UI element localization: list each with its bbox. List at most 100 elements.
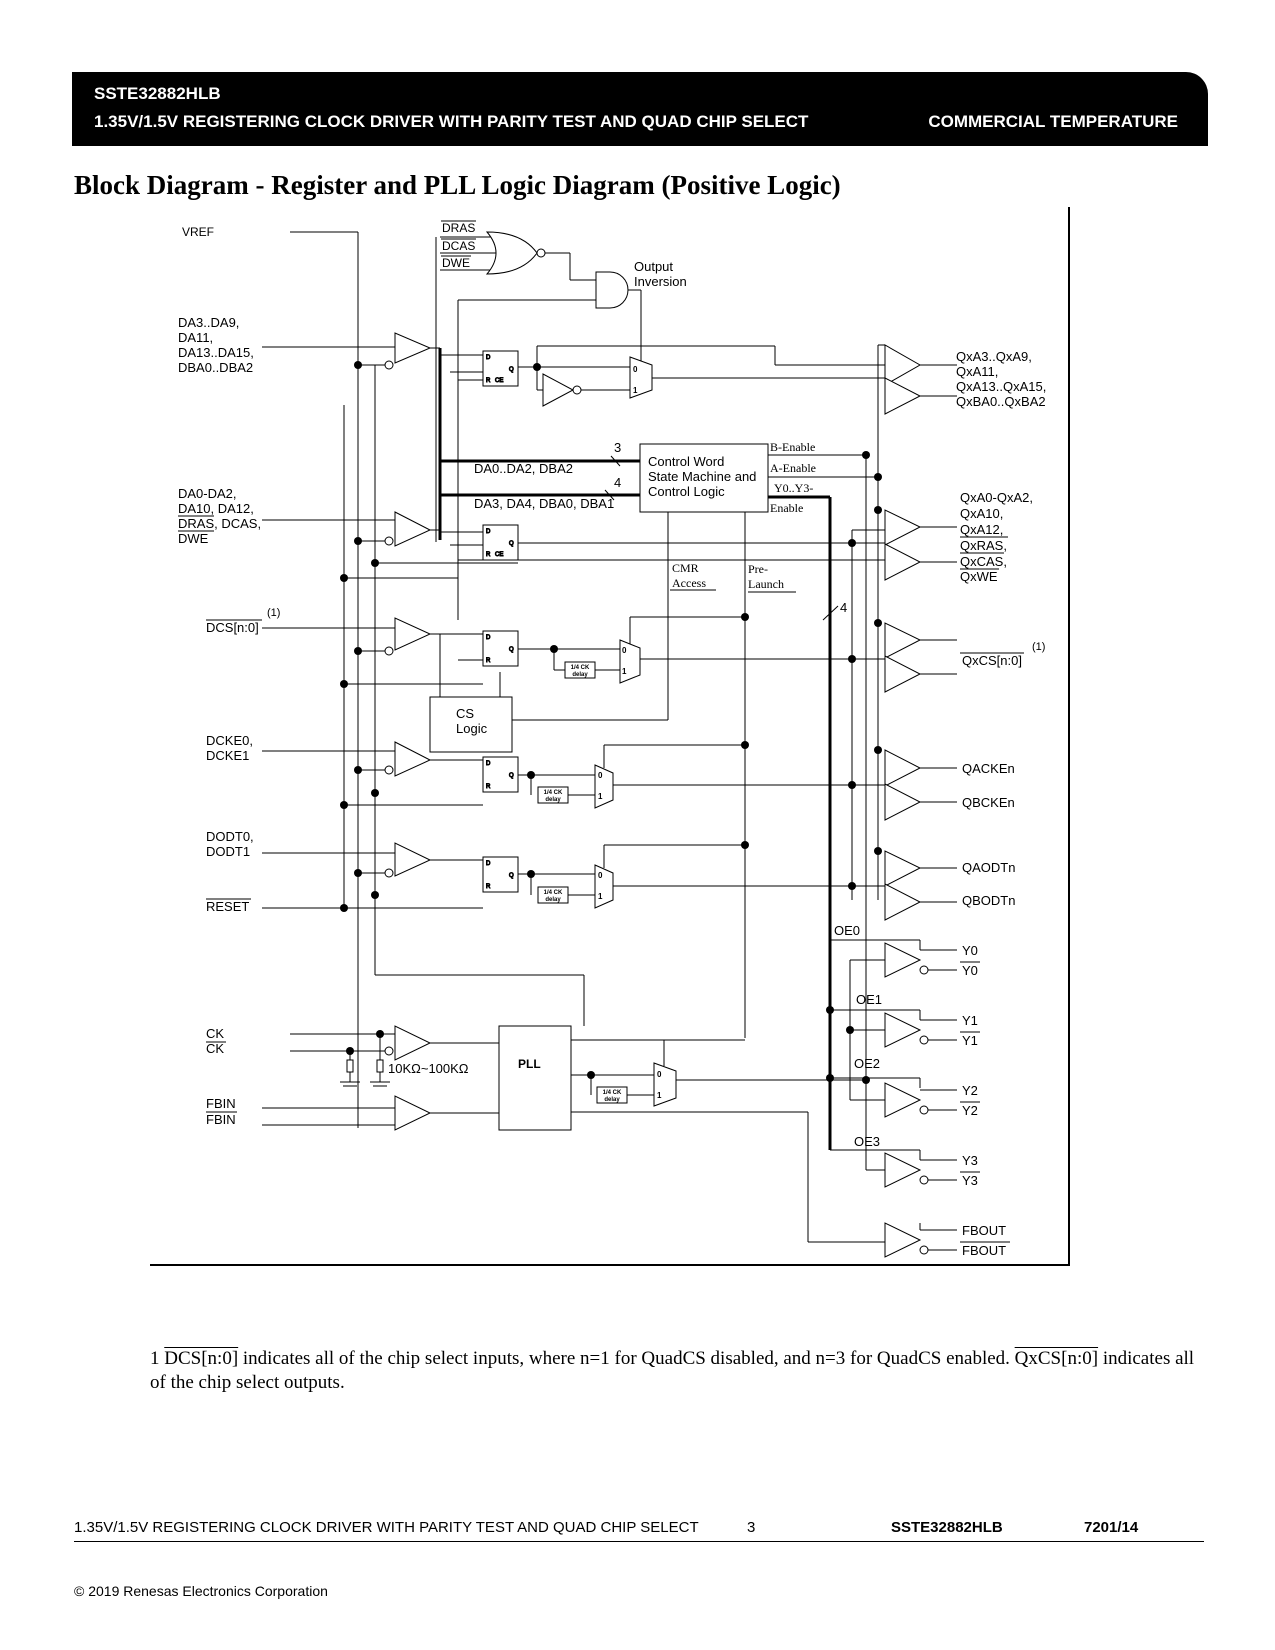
qa-group2-line1: QxA0-QxA2, — [960, 490, 1033, 505]
da-group1-line2: DA11, — [178, 330, 213, 345]
footnote-signal-qxcs: QxCS[n:0] — [1014, 1348, 1099, 1369]
y2-n-label: Y2 — [962, 1103, 978, 1118]
qa-group2-line6: QxWE — [960, 569, 998, 584]
copyright: © 2019 Renesas Electronics Corporation — [74, 1583, 328, 1599]
bus2-width: 4 — [614, 475, 621, 490]
qbcke-label: QBCKEn — [962, 795, 1015, 810]
bus1-label: DA0..DA2, DBA2 — [474, 461, 573, 476]
resistor-label: 10KΩ~100KΩ — [388, 1061, 469, 1076]
delay-label-2b: delay — [545, 797, 561, 803]
fbout-n-label: FBOUT — [962, 1243, 1006, 1258]
da-group2-line4: DWE — [178, 531, 209, 546]
qa-group2-line2: QxA10, — [960, 506, 1003, 521]
block-diagram: D Q R CE D Q R — [150, 207, 1070, 1266]
a-enable-label: A-Enable — [770, 461, 816, 475]
vref-label: VREF — [182, 225, 214, 239]
page-header: SSTE32882HLB 1.35V/1.5V REGISTERING CLOC… — [72, 72, 1208, 146]
svg-text:1: 1 — [598, 792, 603, 801]
da-group1-line3: DA13..DA15, — [178, 345, 254, 360]
footer-doc-number: 7201/14 — [1084, 1519, 1139, 1536]
bus2-label: DA3, DA4, DBA0, DBA1 — [474, 496, 614, 511]
oe2-label: OE2 — [854, 1056, 880, 1071]
qa-group2-line3: QxA12, — [960, 522, 1003, 537]
delay-label-3a: 1/4 CK — [544, 890, 563, 896]
footer-page-number: 3 — [747, 1519, 756, 1536]
cmr-access-line2: Access — [672, 576, 706, 590]
qa-group1-line3: QxA13..QxA15, — [956, 379, 1046, 394]
y-enable-label-2: Enable — [770, 501, 803, 515]
y3-n-label: Y3 — [962, 1173, 978, 1188]
pll-label: PLL — [518, 1057, 541, 1071]
diagram-frame — [150, 207, 1070, 1266]
delay-label-1a: 1/4 CK — [571, 665, 590, 671]
delay-label-4a: 1/4 CK — [603, 1090, 622, 1096]
header-subtitle: 1.35V/1.5V REGISTERING CLOCK DRIVER WITH… — [94, 112, 809, 131]
dodt-line2: DODT1 — [206, 844, 250, 859]
footer-part-number: SSTE32882HLB — [891, 1519, 1003, 1536]
oe0-label: OE0 — [834, 923, 860, 938]
output-inversion-label-1: Output — [634, 259, 673, 274]
fbout-label: FBOUT — [962, 1223, 1006, 1238]
control-block-line2: State Machine and — [648, 469, 756, 484]
y-enable-label-1: Y0..Y3- — [774, 481, 813, 495]
b-enable-label: B-Enable — [770, 440, 815, 454]
delay-label-2a: 1/4 CK — [544, 790, 563, 796]
y0-n-label: Y0 — [962, 963, 978, 978]
qa-group2-line5: QxCAS, — [960, 554, 1007, 569]
y0-label: Y0 — [962, 943, 978, 958]
da-group2-line2: DA10, DA12, — [178, 501, 254, 516]
bus3-width: 4 — [840, 600, 847, 615]
footnote-signal-dcs: DCS[n:0] — [164, 1348, 239, 1369]
qa-group2-line4: QxRAS, — [960, 538, 1007, 553]
qaodt-label: QAODTn — [962, 860, 1015, 875]
control-block-line3: Control Logic — [648, 484, 725, 499]
page-title: Block Diagram - Register and PLL Logic D… — [74, 170, 841, 200]
svg-text:1: 1 — [633, 386, 638, 395]
delay-label-1b: delay — [572, 672, 588, 678]
svg-text:1: 1 — [622, 667, 627, 676]
svg-text:0: 0 — [633, 365, 638, 374]
oe3-label: OE3 — [854, 1134, 880, 1149]
footnote-text-1: indicates all of the chip select inputs,… — [238, 1348, 1015, 1369]
y1-n-label: Y1 — [962, 1033, 978, 1048]
da-group1-line1: DA3..DA9, — [178, 315, 239, 330]
cs-logic-line2: Logic — [456, 721, 488, 736]
delay-label-3b: delay — [545, 897, 561, 903]
dcs-note: (1) — [267, 607, 280, 619]
dwe-label: DWE — [442, 256, 470, 270]
delay-label-4b: delay — [604, 1097, 620, 1103]
fbin-label: FBIN — [206, 1096, 236, 1111]
fbin-n-label: FBIN — [206, 1112, 236, 1127]
svg-text:0: 0 — [622, 646, 627, 655]
dcas-label: DCAS — [442, 239, 475, 253]
svg-text:0: 0 — [657, 1070, 662, 1079]
page-footer: 1.35V/1.5V REGISTERING CLOCK DRIVER WITH… — [74, 1519, 1204, 1542]
ck-n-label: CK — [206, 1041, 224, 1056]
footnote: 1 DCS[n:0] indicates all of the chip sel… — [150, 1347, 1200, 1395]
cs-logic-line1: CS — [456, 706, 474, 721]
output-inversion-label-2: Inversion — [634, 274, 687, 289]
control-block-line1: Control Word — [648, 454, 724, 469]
qcs-label: QxCS[n:0] — [962, 653, 1022, 668]
y2-label: Y2 — [962, 1083, 978, 1098]
footnote-number: 1 — [150, 1348, 160, 1369]
dras-label: DRAS — [442, 221, 475, 235]
header-part-number: SSTE32882HLB — [94, 84, 221, 103]
pre-launch-line2: Launch — [748, 577, 784, 591]
qa-group1-line2: QxA11, — [956, 364, 998, 379]
y3-label: Y3 — [962, 1153, 978, 1168]
header-temperature: COMMERCIAL TEMPERATURE — [928, 112, 1178, 131]
svg-text:1: 1 — [598, 892, 603, 901]
qcs-note: (1) — [1032, 641, 1045, 653]
dodt-line1: DODT0, — [206, 829, 254, 844]
dcs-label: DCS[n:0] — [206, 620, 259, 635]
svg-text:0: 0 — [598, 871, 603, 880]
svg-text:0: 0 — [598, 771, 603, 780]
dcke-line1: DCKE0, — [206, 733, 253, 748]
pre-launch-line1: Pre- — [748, 562, 768, 576]
dcke-line2: DCKE1 — [206, 748, 249, 763]
qacke-label: QACKEn — [962, 761, 1015, 776]
qa-group1-line1: QxA3..QxA9, — [956, 349, 1032, 364]
qa-group1-line4: QxBA0..QxBA2 — [956, 394, 1046, 409]
y1-label: Y1 — [962, 1013, 978, 1028]
